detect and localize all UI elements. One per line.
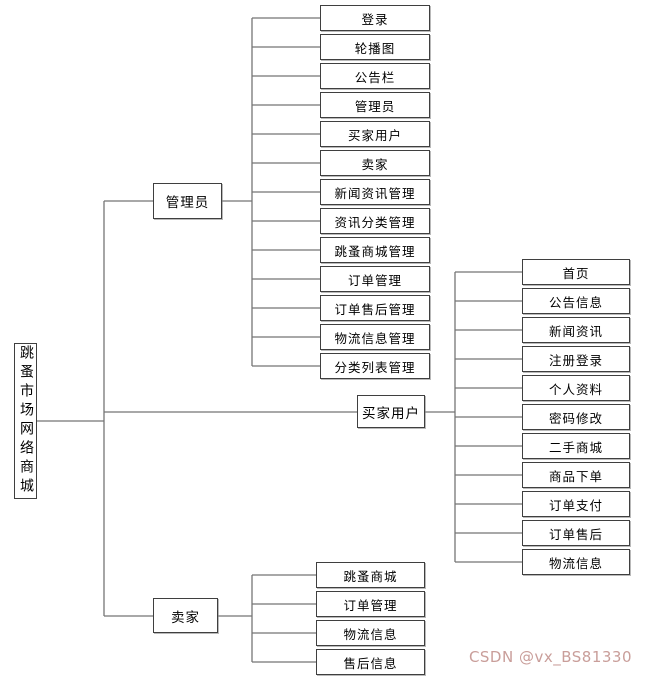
branch-node-buyer-label: 买家用户 bbox=[362, 405, 420, 422]
leaf-node-buyer-3: 注册登录 bbox=[522, 346, 630, 372]
leaf-node-buyer-4: 个人资料 bbox=[522, 375, 630, 401]
leaf-node-buyer-10-label: 物流信息 bbox=[548, 555, 603, 571]
leaf-node-admin-1-label: 轮播图 bbox=[354, 40, 396, 56]
leaf-node-buyer-6-label: 二手商城 bbox=[548, 439, 603, 455]
leaf-node-admin-6: 新闻资讯管理 bbox=[320, 179, 430, 205]
leaf-node-admin-8: 跳蚤商城管理 bbox=[320, 237, 430, 263]
leaf-node-seller-2: 物流信息 bbox=[316, 620, 425, 646]
leaf-node-admin-11: 物流信息管理 bbox=[320, 324, 430, 350]
leaf-node-admin-8-label: 跳蚤商城管理 bbox=[334, 243, 416, 259]
leaf-node-admin-10-label: 订单售后管理 bbox=[334, 301, 416, 317]
branch-node-seller: 卖家 bbox=[153, 598, 218, 633]
leaf-node-admin-2: 公告栏 bbox=[320, 63, 430, 89]
leaf-node-admin-1: 轮播图 bbox=[320, 34, 430, 60]
leaf-node-admin-11-label: 物流信息管理 bbox=[334, 330, 416, 346]
leaf-node-buyer-1: 公告信息 bbox=[522, 288, 630, 314]
leaf-node-buyer-1-label: 公告信息 bbox=[548, 294, 603, 310]
leaf-node-seller-1-label: 订单管理 bbox=[343, 597, 398, 613]
root-node: 跳蚤市场网络商城 bbox=[14, 343, 37, 499]
leaf-node-seller-2-label: 物流信息 bbox=[343, 626, 398, 642]
root-node-label: 跳蚤市场网络商城 bbox=[18, 345, 34, 497]
leaf-node-admin-0: 登录 bbox=[320, 5, 430, 31]
leaf-node-admin-4-label: 买家用户 bbox=[347, 127, 402, 143]
branch-node-seller-label: 卖家 bbox=[171, 609, 200, 626]
watermark-text: CSDN @vx_BS81330 bbox=[468, 648, 632, 666]
leaf-node-seller-3: 售后信息 bbox=[316, 649, 425, 675]
leaf-node-admin-7-label: 资讯分类管理 bbox=[334, 214, 416, 230]
leaf-node-buyer-3-label: 注册登录 bbox=[548, 352, 603, 368]
leaf-node-buyer-0-label: 首页 bbox=[562, 265, 590, 281]
leaf-node-buyer-5: 密码修改 bbox=[522, 404, 630, 430]
leaf-node-seller-0: 跳蚤商城 bbox=[316, 562, 425, 588]
leaf-node-seller-0-label: 跳蚤商城 bbox=[343, 568, 398, 584]
leaf-node-buyer-2: 新闻资讯 bbox=[522, 317, 630, 343]
branch-node-admin-label: 管理员 bbox=[165, 195, 210, 211]
leaf-node-buyer-9: 订单售后 bbox=[522, 520, 630, 546]
leaf-node-buyer-0: 首页 bbox=[522, 259, 630, 285]
leaf-node-buyer-4-label: 个人资料 bbox=[548, 381, 603, 397]
leaf-node-admin-7: 资讯分类管理 bbox=[320, 208, 430, 234]
leaf-node-buyer-8-label: 订单支付 bbox=[548, 497, 603, 513]
leaf-node-admin-2-label: 公告栏 bbox=[354, 69, 396, 85]
leaf-node-buyer-9-label: 订单售后 bbox=[548, 526, 603, 542]
leaf-node-seller-1: 订单管理 bbox=[316, 591, 425, 617]
branch-node-buyer: 买家用户 bbox=[357, 395, 425, 428]
leaf-node-admin-5: 卖家 bbox=[320, 150, 430, 176]
leaf-node-buyer-6: 二手商城 bbox=[522, 433, 630, 459]
branch-node-admin: 管理员 bbox=[153, 183, 222, 219]
leaf-node-admin-0-label: 登录 bbox=[361, 11, 389, 27]
leaf-node-admin-5-label: 卖家 bbox=[361, 156, 389, 172]
leaf-node-admin-3: 管理员 bbox=[320, 92, 430, 118]
leaf-node-seller-3-label: 售后信息 bbox=[343, 655, 398, 671]
leaf-node-admin-9: 订单管理 bbox=[320, 266, 430, 292]
leaf-node-buyer-2-label: 新闻资讯 bbox=[548, 323, 603, 339]
leaf-node-buyer-5-label: 密码修改 bbox=[548, 410, 603, 426]
leaf-node-admin-4: 买家用户 bbox=[320, 121, 430, 147]
leaf-node-buyer-10: 物流信息 bbox=[522, 549, 630, 575]
leaf-node-admin-12-label: 分类列表管理 bbox=[334, 359, 416, 375]
leaf-node-buyer-8: 订单支付 bbox=[522, 491, 630, 517]
leaf-node-admin-6-label: 新闻资讯管理 bbox=[334, 185, 416, 201]
leaf-node-buyer-7: 商品下单 bbox=[522, 462, 630, 488]
leaf-node-admin-12: 分类列表管理 bbox=[320, 353, 430, 379]
leaf-node-admin-10: 订单售后管理 bbox=[320, 295, 430, 321]
leaf-node-admin-9-label: 订单管理 bbox=[347, 272, 402, 288]
leaf-node-admin-3-label: 管理员 bbox=[354, 98, 396, 114]
leaf-node-buyer-7-label: 商品下单 bbox=[548, 468, 603, 484]
